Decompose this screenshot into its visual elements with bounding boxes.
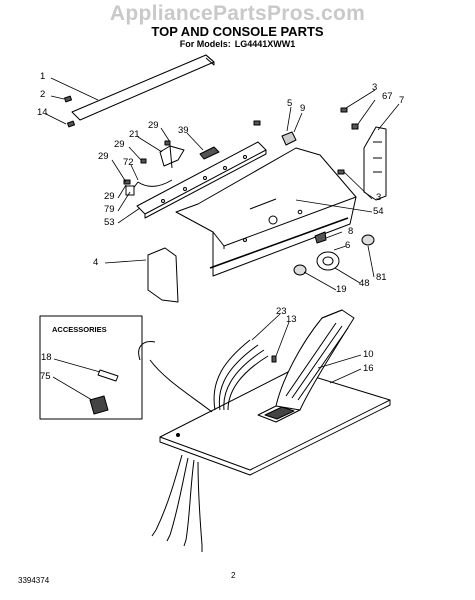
callout-10: 10	[363, 349, 374, 360]
callout-1: 1	[40, 71, 46, 82]
part-console	[175, 147, 357, 277]
callout-16: 16	[363, 363, 374, 374]
subtitle-prefix: For Models:	[179, 39, 231, 49]
part-clip-9	[281, 131, 297, 146]
part-harness	[138, 339, 269, 552]
accessories-title: ACCESSORIES	[52, 325, 107, 334]
model-subtitle: For Models:LG4441XWW1	[0, 39, 475, 49]
watermark: AppliancePartsPros.com	[109, 2, 366, 25]
part-switch-21	[159, 145, 185, 169]
callout-21: 21	[129, 129, 140, 140]
callout-8: 8	[348, 226, 354, 237]
callout-54: 54	[373, 206, 384, 217]
callout-19: 19	[336, 284, 347, 295]
part-wire-72	[125, 179, 173, 196]
callout-14: 14	[37, 107, 48, 118]
callout-13: 13	[286, 314, 297, 325]
model-number: LG4441XWW1	[234, 39, 296, 49]
part-knob-48	[316, 251, 340, 271]
callout-18: 18	[41, 352, 52, 363]
callout-72: 72	[123, 157, 134, 168]
callout-7: 7	[399, 95, 405, 106]
callout-53: 53	[104, 217, 115, 228]
document-number: 3394374	[18, 576, 50, 585]
callout-3-right: 3	[376, 192, 382, 203]
callout-29-b: 29	[114, 139, 125, 150]
callout-67: 67	[382, 91, 393, 102]
leader-lines	[45, 77, 400, 401]
callout-9: 9	[300, 103, 306, 114]
callout-4: 4	[93, 257, 99, 268]
callout-29-a: 29	[148, 120, 159, 131]
part-end-cap	[363, 126, 387, 201]
part-top-panel	[159, 369, 391, 476]
callout-29-d: 29	[104, 191, 115, 202]
accessories-box	[39, 315, 143, 420]
callout-29-c: 29	[98, 151, 109, 162]
callout-81: 81	[376, 272, 387, 283]
callout-75: 75	[40, 371, 51, 382]
callout-23: 23	[276, 306, 287, 317]
part-bracket-39	[199, 146, 220, 160]
callout-48: 48	[359, 278, 370, 289]
callout-5: 5	[287, 98, 293, 109]
part-rear-panel	[71, 54, 215, 121]
part-knob-81	[361, 234, 375, 246]
part-screws	[63, 95, 359, 363]
part-timer-6	[314, 231, 327, 244]
callout-2: 2	[40, 89, 46, 100]
callout-6: 6	[345, 240, 351, 251]
callout-3-top: 3	[372, 82, 378, 93]
page-title: TOP AND CONSOLE PARTS	[151, 24, 324, 39]
callout-79: 79	[104, 204, 115, 215]
callout-39: 39	[178, 125, 189, 136]
part-lint-screen	[275, 309, 355, 411]
part-knob-19	[293, 264, 307, 276]
part-side-bracket	[147, 247, 179, 303]
part-control-panel	[136, 141, 267, 219]
page-number: 2	[231, 571, 236, 580]
